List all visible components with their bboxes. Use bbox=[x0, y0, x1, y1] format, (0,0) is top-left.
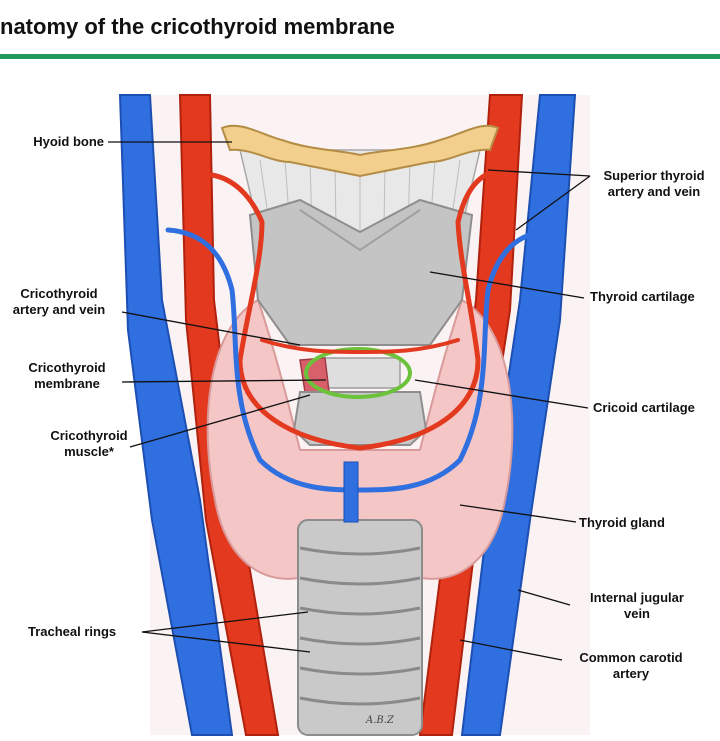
left-common-carotid-artery bbox=[178, 94, 280, 736]
left-internal-jugular-vein bbox=[118, 94, 234, 736]
label-cricothyroid-membrane-line2: membrane bbox=[34, 376, 100, 391]
label-common-carotid-line1: Common carotid bbox=[579, 650, 683, 665]
label-cricothyroid-av-line1: Cricothyroid bbox=[20, 286, 98, 301]
label-common-carotid-artery: Common carotid artery bbox=[564, 650, 698, 682]
title-divider bbox=[0, 54, 720, 59]
label-tracheal-rings: Tracheal rings bbox=[28, 624, 117, 639]
inferior-thyroid-vein bbox=[343, 461, 359, 523]
label-hyoid-bone: Hyoid bone bbox=[33, 134, 104, 149]
label-cricothyroid-av-line2: artery and vein bbox=[12, 302, 106, 317]
label-cricothyroid-artery-vein: Cricothyroid artery and vein bbox=[0, 286, 118, 318]
right-internal-jugular-vein bbox=[460, 94, 577, 736]
watermark: 知乎 @科学小猪 bbox=[588, 704, 706, 723]
label-cricoid-cartilage: Cricoid cartilage bbox=[593, 400, 695, 415]
right-superior-thyroid-artery bbox=[357, 169, 495, 451]
thyroid-cartilage bbox=[248, 198, 474, 346]
label-cricothyroid-membrane-line1: Cricothyroid bbox=[28, 360, 106, 375]
label-superior-thyroid: Superior thyroid artery and vein bbox=[588, 168, 720, 200]
left-superior-thyroid-vein bbox=[165, 227, 363, 493]
leader-lines bbox=[108, 141, 591, 661]
label-thyroid-gland: Thyroid gland bbox=[579, 515, 665, 530]
trachea bbox=[297, 519, 423, 736]
label-internal-jugular-vein: Internal jugular vein bbox=[572, 590, 702, 622]
artist-signature: A.B.Z bbox=[366, 715, 394, 726]
label-superior-thyroid-line1: Superior thyroid bbox=[603, 168, 705, 183]
thyroid-gland bbox=[206, 298, 514, 580]
cricothyroid-artery bbox=[260, 338, 460, 354]
tracheal-rings-lines bbox=[299, 546, 421, 706]
hyoid-bone bbox=[220, 124, 500, 178]
label-common-carotid-line2: artery bbox=[612, 666, 650, 681]
label-cricothyroid-muscle: Cricothyroid muscle* bbox=[30, 428, 148, 460]
cricothyroid-membrane bbox=[319, 357, 401, 389]
label-cricothyroid-membrane: Cricothyroid membrane bbox=[10, 360, 124, 392]
label-internal-jugular-line1: Internal jugular bbox=[590, 590, 684, 605]
membrane-highlight-ellipse bbox=[304, 347, 412, 399]
label-internal-jugular-line2: vein bbox=[623, 606, 650, 621]
label-thyroid-cartilage: Thyroid cartilage bbox=[590, 289, 695, 304]
left-superior-thyroid-artery bbox=[209, 172, 363, 451]
label-cricothyroid-muscle-line2: muscle* bbox=[64, 444, 114, 459]
right-superior-thyroid-vein bbox=[357, 229, 551, 493]
label-cricothyroid-muscle-line1: Cricothyroid bbox=[50, 428, 128, 443]
page-title: natomy of the cricothyroid membrane bbox=[0, 14, 395, 39]
label-superior-thyroid-line2: artery and vein bbox=[607, 184, 701, 199]
